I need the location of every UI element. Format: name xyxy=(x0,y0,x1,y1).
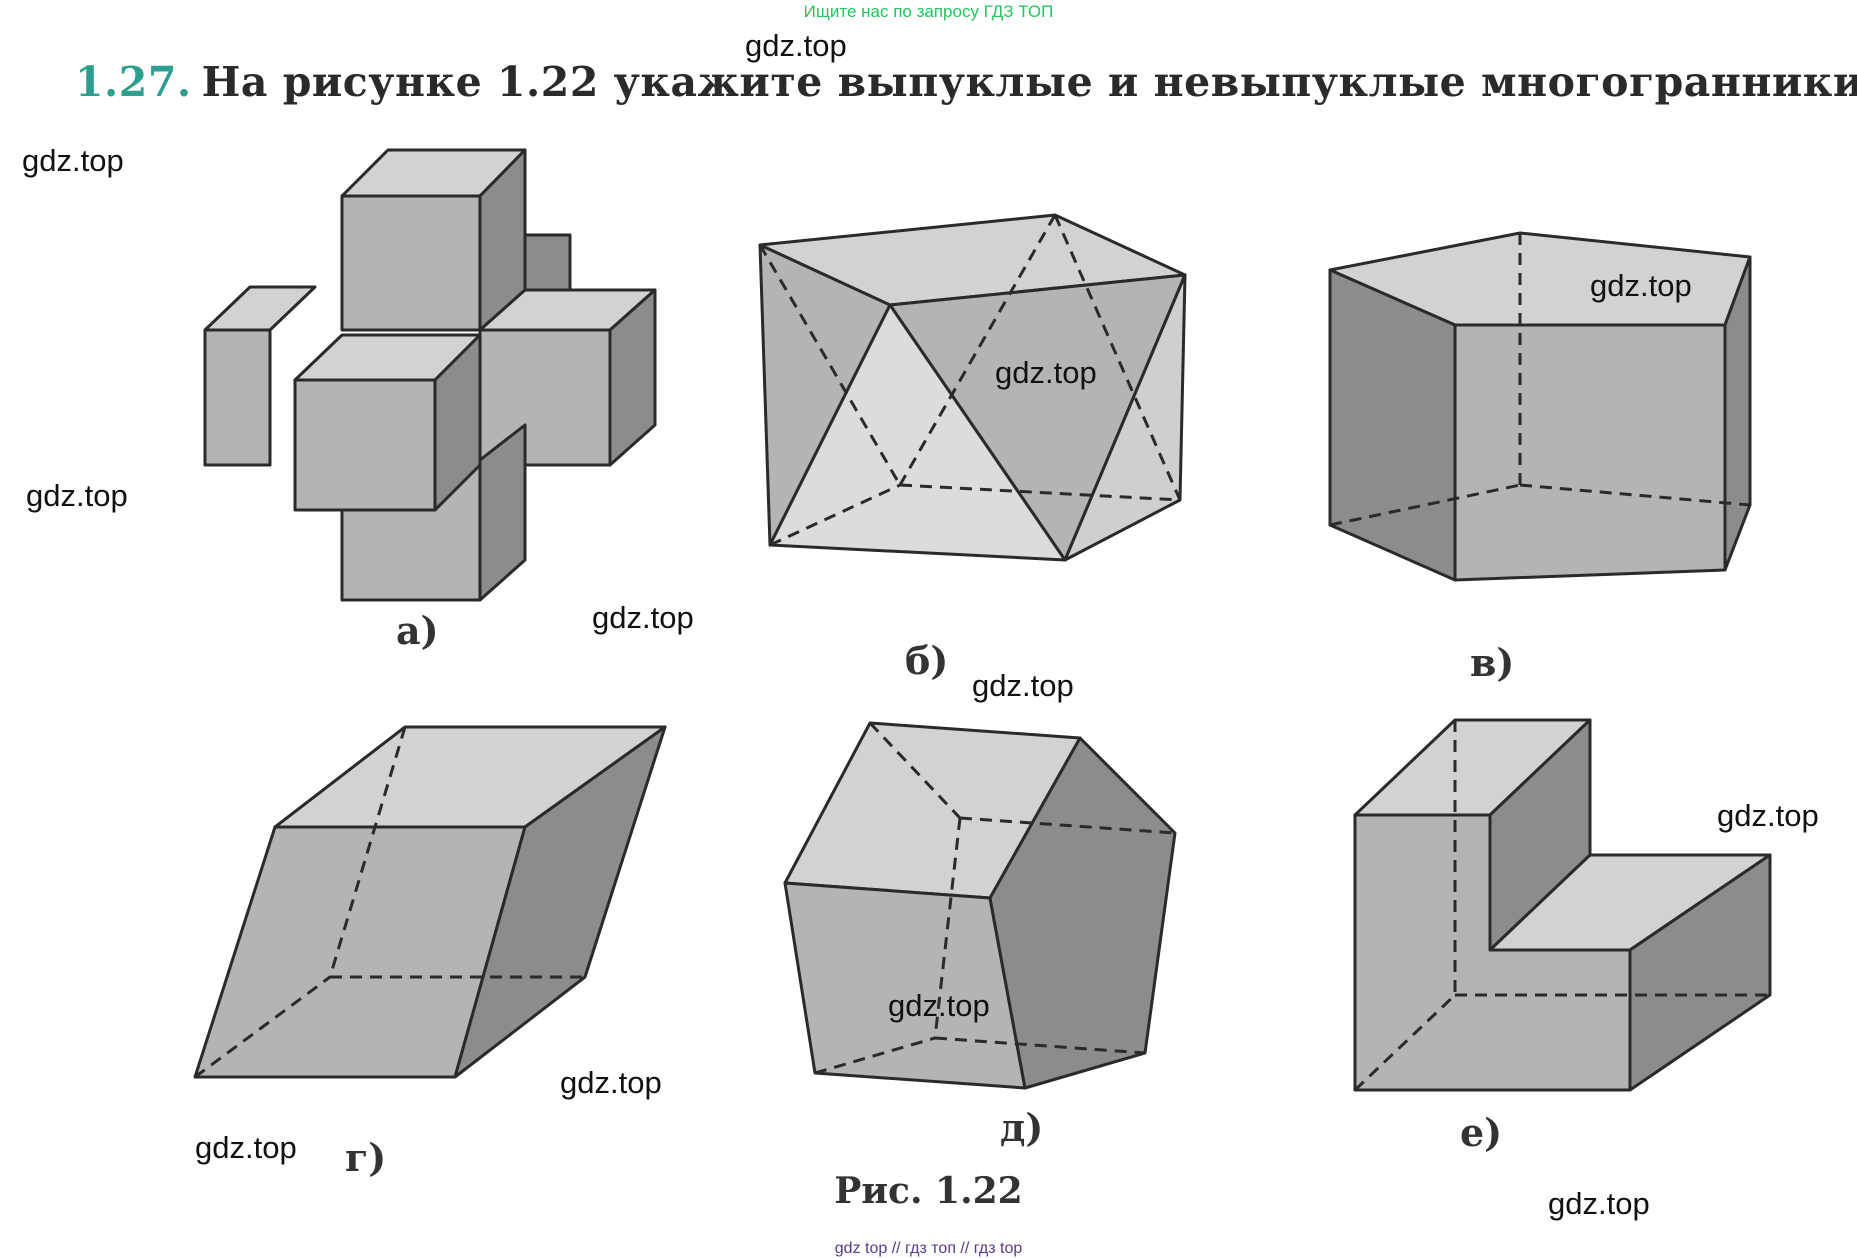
bottom-links[interactable]: gdz top // гдз топ // гдз top xyxy=(834,1240,1023,1257)
figure-b-antiprism xyxy=(758,213,1187,562)
figure-v-label: в) xyxy=(1470,640,1515,685)
figure-caption: Рис. 1.22 xyxy=(0,1170,1857,1212)
figure-g-parallelepiped xyxy=(193,725,667,1079)
figure-a-cross-polyhedron xyxy=(203,148,657,602)
problem-statement: 1.27.На рисунке 1.22 укажите выпуклые и … xyxy=(75,58,1857,106)
caption-prefix: Рис. xyxy=(834,1170,923,1212)
watermark: gdz.top xyxy=(1717,798,1819,833)
watermark: gdz.top xyxy=(888,988,990,1023)
problem-text: На рисунке 1.22 укажите выпуклые и невып… xyxy=(201,58,1857,106)
watermark: gdz.top xyxy=(592,600,694,635)
watermark: gdz.top xyxy=(22,143,124,178)
watermark: gdz.top xyxy=(745,28,847,63)
watermark: gdz.top xyxy=(972,668,1074,703)
figure-d-label: д) xyxy=(1000,1105,1044,1150)
watermark: gdz.top xyxy=(1548,1186,1650,1221)
figure-v-pentagonal-prism xyxy=(1328,231,1752,582)
figure-e-label: е) xyxy=(1460,1110,1503,1155)
search-banner: Ищите нас по запросу ГДЗ ТОП xyxy=(803,2,1054,21)
watermark: gdz.top xyxy=(26,478,128,513)
problem-number: 1.27. xyxy=(75,58,192,106)
figure-e-l-shaped-prism xyxy=(1353,718,1772,1092)
figure-b-label: б) xyxy=(905,638,949,683)
watermark: gdz.top xyxy=(560,1065,662,1100)
watermark: gdz.top xyxy=(195,1130,297,1165)
caption-number: 1.22 xyxy=(935,1170,1023,1212)
figure-d-polyhedron xyxy=(783,721,1177,1090)
figure-a-label: а) xyxy=(396,608,439,653)
watermark: gdz.top xyxy=(1590,268,1692,303)
watermark: gdz.top xyxy=(995,355,1097,390)
figure-g-label: г) xyxy=(345,1135,387,1180)
